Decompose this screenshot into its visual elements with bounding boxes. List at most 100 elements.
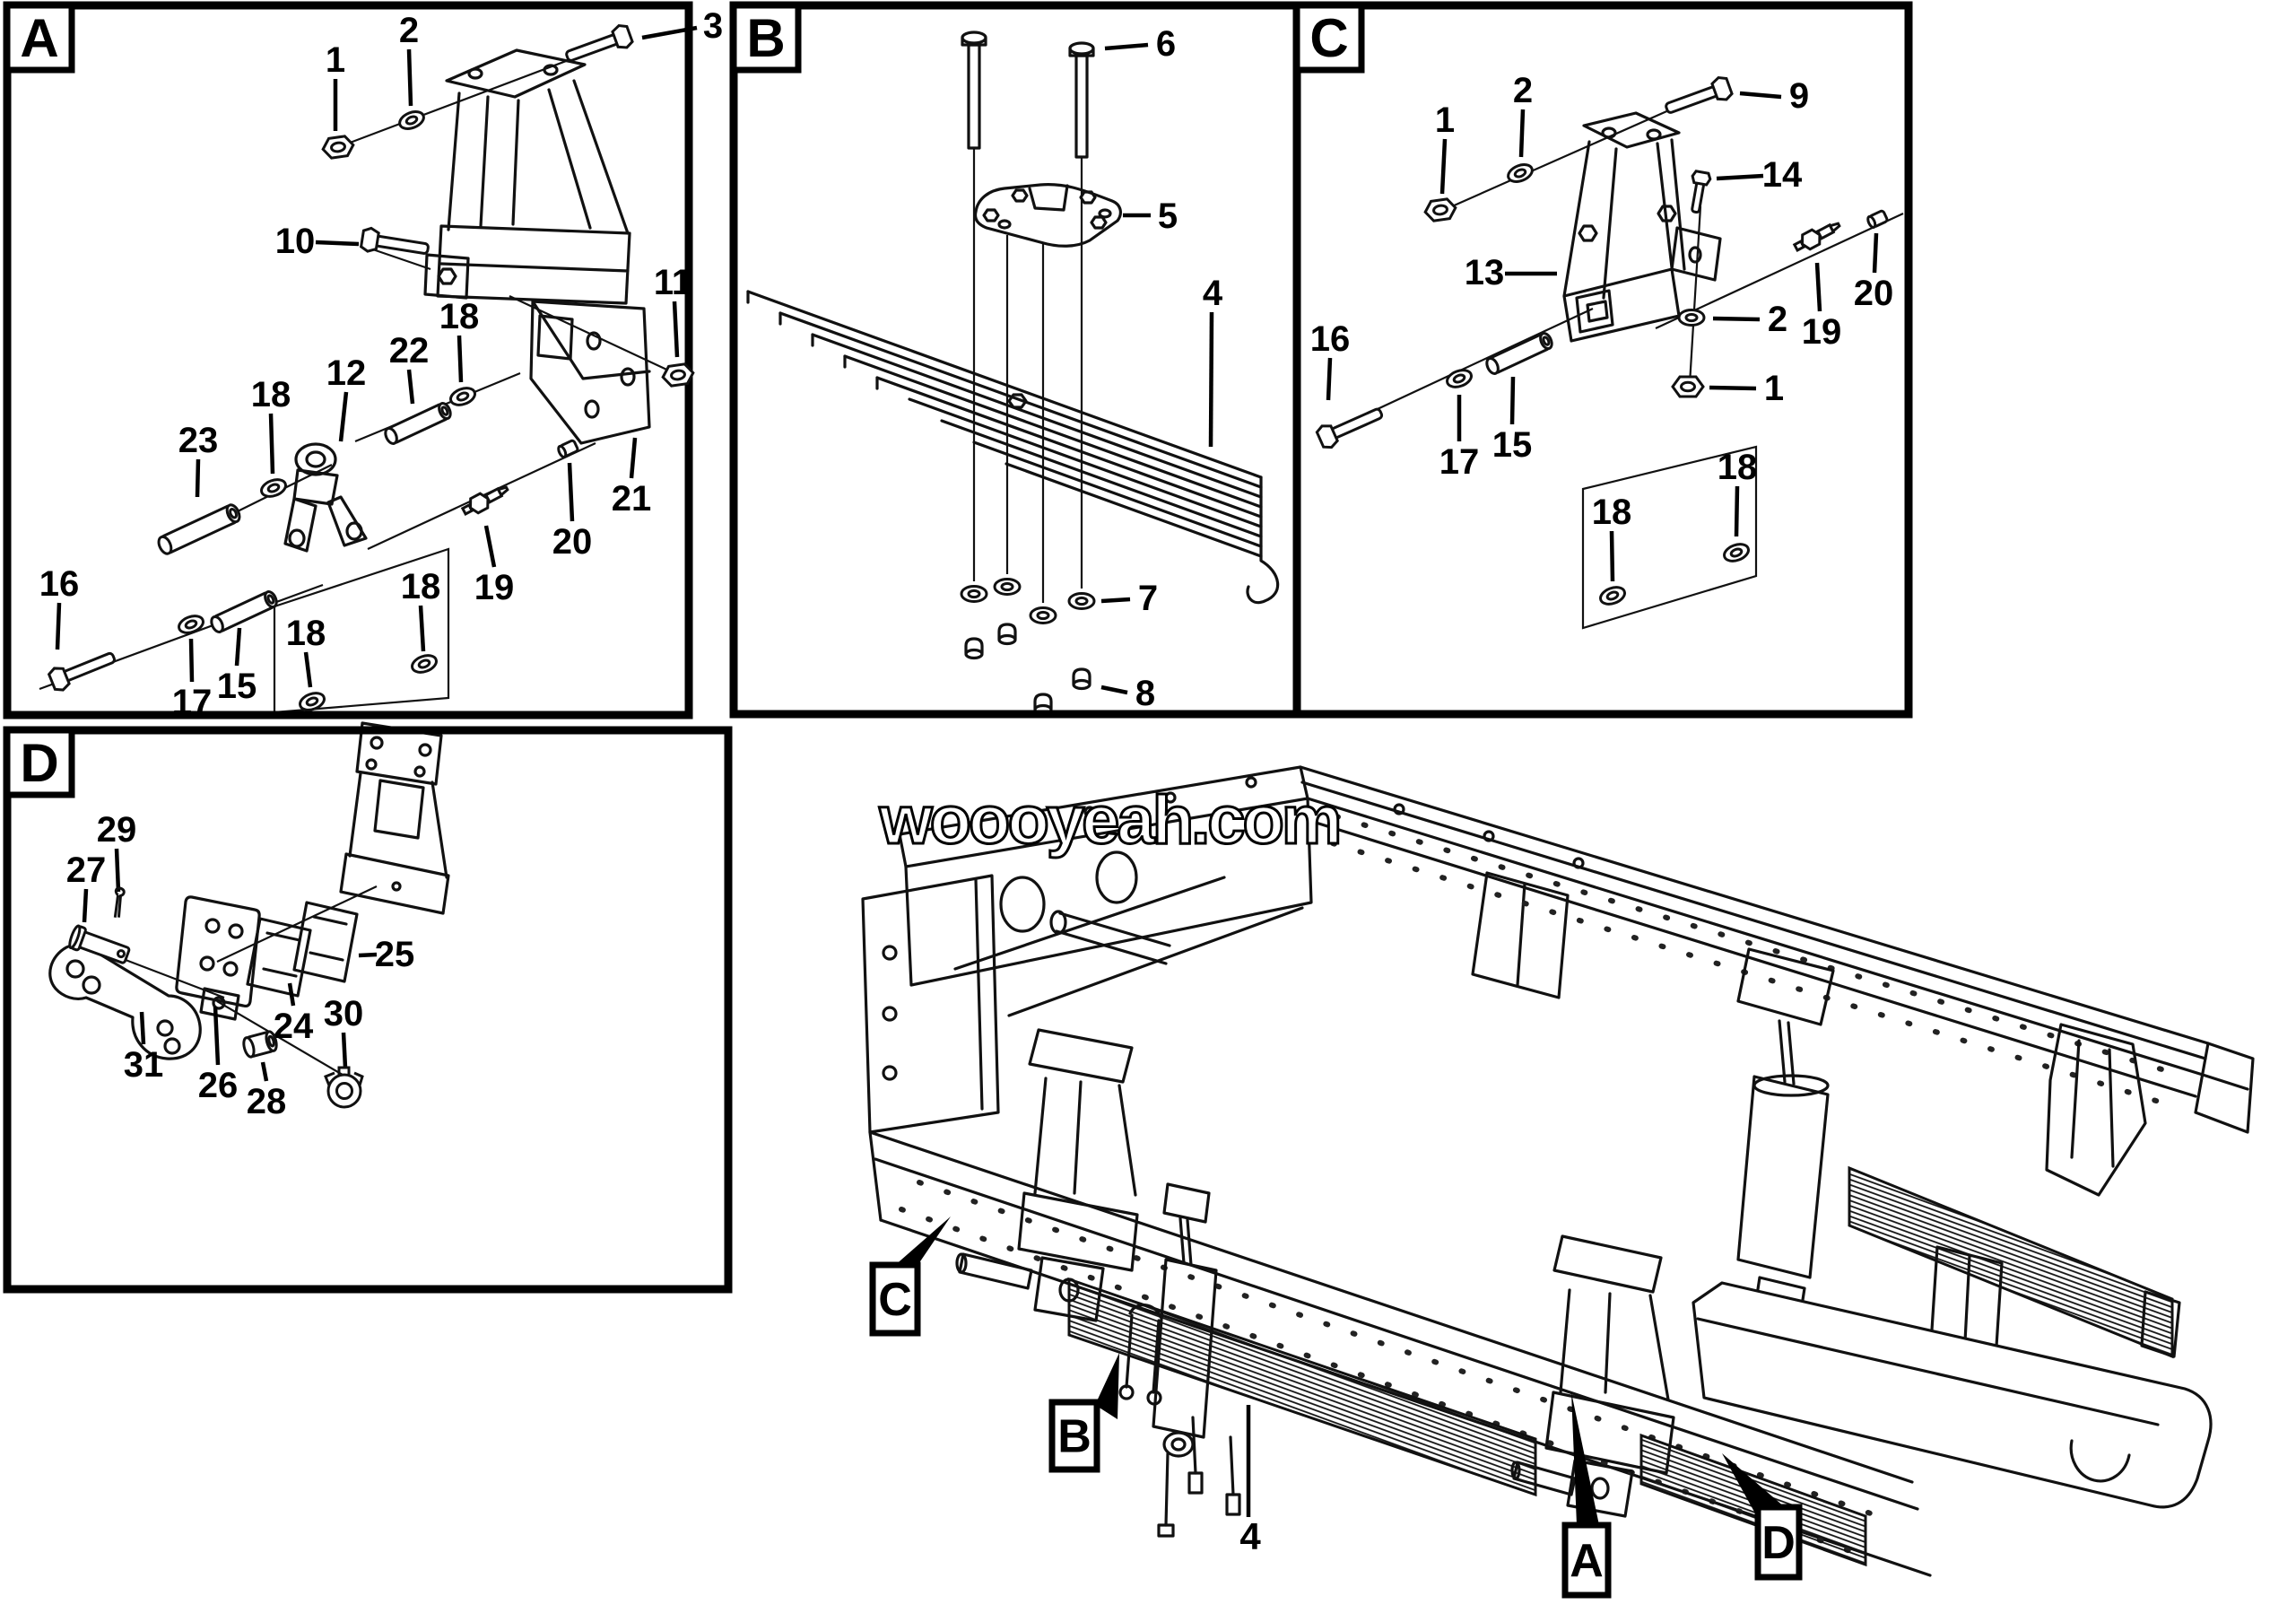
spring-clamp-plate-drawing [973,183,1122,248]
callout-12: 12 [326,353,367,393]
leader-line [672,301,680,358]
callout-11: 11 [654,263,691,302]
bolt-icon [46,644,119,694]
bolt-sm-icon [1684,169,1713,215]
watermark: woooyeah.com [879,782,1340,859]
leader-line [1104,42,1149,51]
shock-absorber-center [1726,947,1835,1346]
leader-line [260,1061,269,1082]
washer-icon [447,383,479,410]
leader-line [315,240,360,247]
callout-9: 9 [1789,76,1809,116]
callout-23: 23 [178,421,219,460]
washer-icon [1443,365,1475,392]
panel-a-frame-outline [273,547,450,714]
pointer-letter-D: D [1761,1517,1796,1569]
callout-6: 6 [1156,24,1176,64]
leader-line [195,458,201,498]
bolt-icon [561,22,635,70]
callout-2: 2 [399,11,419,50]
nut-icon [1422,196,1458,223]
washer-icon [1504,160,1536,187]
callout-16: 16 [39,564,80,604]
cotter-icon [109,885,126,920]
callout-27: 27 [66,850,107,890]
leader-line [114,848,121,893]
callout-25: 25 [375,935,415,974]
plug-icon [1865,208,1890,231]
callout-19: 19 [474,568,515,607]
washer-icon [257,475,290,501]
callout-18: 18 [439,297,480,336]
callout-20: 20 [552,522,593,562]
panel-c-frame-outline [1581,445,1758,630]
tube-icon [381,400,455,447]
panel-b-label-box [730,2,802,74]
bracket-a-drawing [423,48,651,445]
bolt-icon [1314,400,1387,452]
callout-15: 15 [1492,425,1533,465]
leader-line [567,462,575,522]
rivet-row-near [917,1180,1886,1521]
leader-line [1439,138,1448,195]
callout-5: 5 [1158,196,1178,236]
washer-icon [296,688,328,715]
nut-icon [320,134,356,161]
bolt-icon [359,225,431,262]
panel-d-axis-lines [125,885,378,1076]
bracket-d-drawing [339,721,450,915]
leader-line [418,605,426,652]
leader-line [1872,232,1879,274]
callout-14: 14 [1762,155,1803,195]
callout-10: 10 [275,222,316,261]
center-bolts-drawing [961,31,1095,159]
leader-line [213,1006,221,1066]
callout-8: 8 [1135,674,1155,713]
washer-icon [396,107,428,134]
callout-19: 19 [1802,312,1842,352]
panel-letter-A: A [20,8,58,68]
callout-18: 18 [1718,448,1758,487]
tube-icon [207,589,281,635]
callout-30: 30 [324,994,364,1033]
panel-letter-B: B [746,8,785,68]
leader-line [1712,316,1761,322]
shackle-drawing [283,442,368,553]
washer-icon [1596,582,1629,609]
valve-icon [458,480,512,520]
leader-line [1609,530,1615,582]
bushing-icon [240,1029,280,1060]
torque-arm-drawing [48,943,202,1060]
pointer-box-A [1561,1522,1612,1599]
pointer-letter-C: C [878,1274,912,1326]
panel-a-label-box [4,2,75,74]
bracket-c-drawing [1562,111,1722,343]
leader-line [1100,597,1131,604]
leader-line [188,638,195,683]
leader-line [457,335,464,383]
leader-line [1208,311,1214,448]
callout-22: 22 [389,331,430,371]
callout-1: 1 [1764,369,1784,408]
leader-line [139,1011,146,1045]
valve-icon [1790,216,1844,257]
leaf-spring-b-drawing [746,290,1280,605]
callout-13: 13 [1465,253,1505,292]
leader-line [1509,376,1516,425]
plug-icon [555,438,580,460]
callout-4: 4 [1239,1515,1261,1557]
callout-24: 24 [274,1007,314,1046]
nut-icon [1671,375,1705,398]
panel-letter-C: C [1309,8,1348,68]
tube-lg-icon [154,501,244,557]
rivet-row-far [1334,814,2182,1077]
pointer-wedge-C [893,1216,951,1267]
panel-a-border [3,1,693,719]
leader-line [55,602,62,650]
pointer-box-C [869,1261,921,1337]
leader-line [303,651,313,688]
callout-18: 18 [1592,493,1632,532]
panel-d-drawing [48,721,450,1076]
panel-d-label-box [4,727,75,798]
